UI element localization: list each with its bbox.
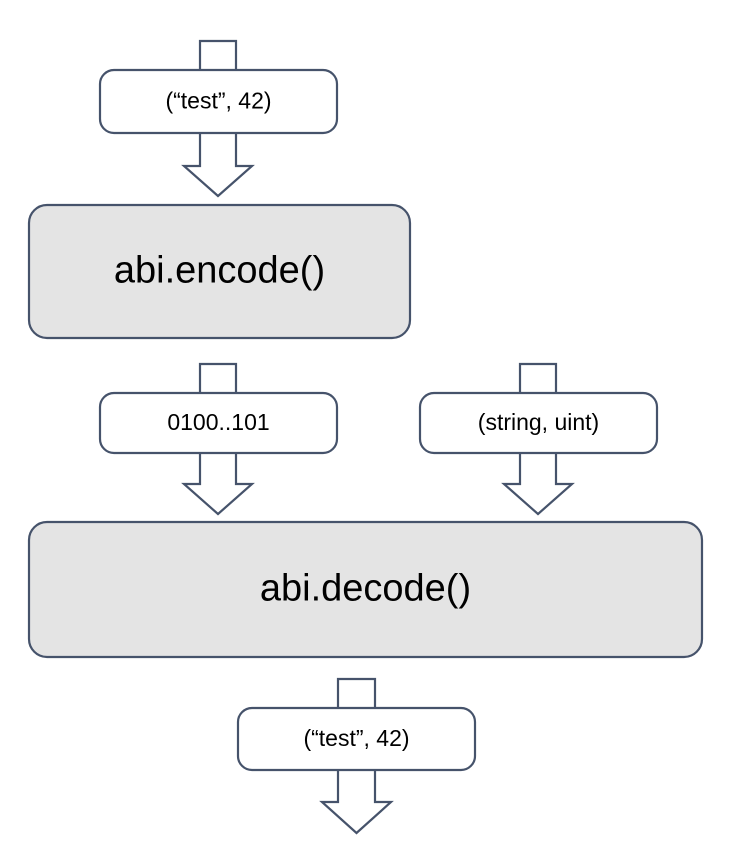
node-abi-encode-label: abi.encode() [114, 250, 325, 292]
node-encoded-bytes-box [98, 391, 339, 455]
arrow-into-type-signature [518, 362, 558, 394]
arrow-out-of-output-tuple [319, 769, 394, 835]
node-output-tuple-label: (“test”, 42) [303, 725, 409, 751]
node-layer: (“test”, 42) abi.encode() 0100..101 (string… [27, 68, 704, 772]
arrow-type-signature-to-abi-decode [501, 452, 575, 516]
arrow-encoded-bytes-to-abi-decode [181, 452, 255, 516]
node-input-tuple-box [98, 68, 339, 135]
arrow-input-tuple-to-abi-encode [181, 132, 255, 198]
arrow-into-input-tuple [198, 39, 238, 71]
arrow-abi-decode-to-output-tuple [336, 677, 377, 709]
node-input-tuple-label: (“test”, 42) [165, 88, 271, 114]
node-abi-decode-label: abi.decode() [260, 568, 471, 610]
node-abi-decode: abi.decode() [27, 520, 704, 659]
node-type-signature-label: (string, uint) [478, 409, 599, 435]
arrow-layer [181, 39, 575, 835]
node-abi-encode: abi.encode() [27, 203, 412, 340]
node-abi-decode-box [27, 520, 704, 659]
node-type-signature: (string, uint) [418, 391, 659, 455]
node-encoded-bytes-label: 0100..101 [167, 409, 269, 435]
node-output-tuple-box [236, 706, 477, 772]
node-input-tuple: (“test”, 42) [98, 68, 339, 135]
node-abi-encode-box [27, 203, 412, 340]
node-type-signature-box [418, 391, 659, 455]
node-encoded-bytes: 0100..101 [98, 391, 339, 455]
node-output-tuple: (“test”, 42) [236, 706, 477, 772]
arrow-abi-encode-to-encoded-bytes [198, 362, 238, 394]
